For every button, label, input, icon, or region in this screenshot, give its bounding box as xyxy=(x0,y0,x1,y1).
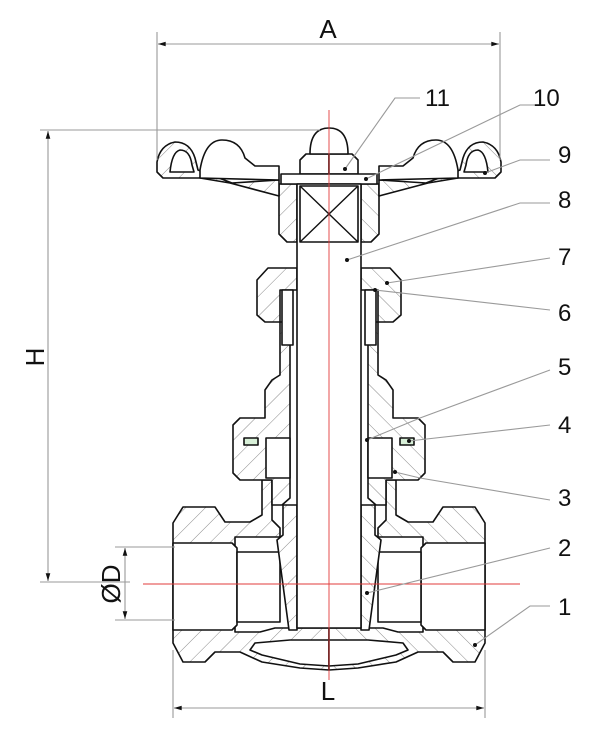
svg-text:8: 8 xyxy=(558,187,571,214)
dimension-h: H xyxy=(20,129,320,583)
callout-7: 7 xyxy=(385,244,571,285)
callout-1: 1 xyxy=(473,594,571,647)
svg-text:9: 9 xyxy=(558,142,571,169)
callout-10: 10 xyxy=(364,85,560,181)
svg-text:3: 3 xyxy=(558,485,571,512)
svg-text:4: 4 xyxy=(558,412,571,439)
callout-11: 11 xyxy=(343,85,450,171)
callout-9: 9 xyxy=(483,142,571,175)
callout-8: 8 xyxy=(345,187,571,262)
callout-3: 3 xyxy=(393,470,571,512)
svg-text:2: 2 xyxy=(558,535,571,562)
svg-text:7: 7 xyxy=(558,244,571,271)
callout-6: 6 xyxy=(373,288,571,327)
dimension-h-label: H xyxy=(20,348,50,367)
dimension-a: A xyxy=(156,14,501,160)
callout-2: 2 xyxy=(365,535,571,595)
dimension-l: L xyxy=(172,650,486,718)
svg-text:1: 1 xyxy=(558,594,571,621)
dimension-d-label: ØD xyxy=(96,565,126,604)
dimension-l-label: L xyxy=(321,676,335,706)
callout-4: 4 xyxy=(407,412,571,443)
dimension-a-label: A xyxy=(319,14,337,44)
svg-text:10: 10 xyxy=(533,85,560,112)
svg-text:11: 11 xyxy=(425,85,450,112)
callout-5: 5 xyxy=(365,354,571,442)
dimension-d: ØD xyxy=(96,546,175,621)
svg-text:5: 5 xyxy=(558,354,571,381)
svg-text:6: 6 xyxy=(558,300,571,327)
